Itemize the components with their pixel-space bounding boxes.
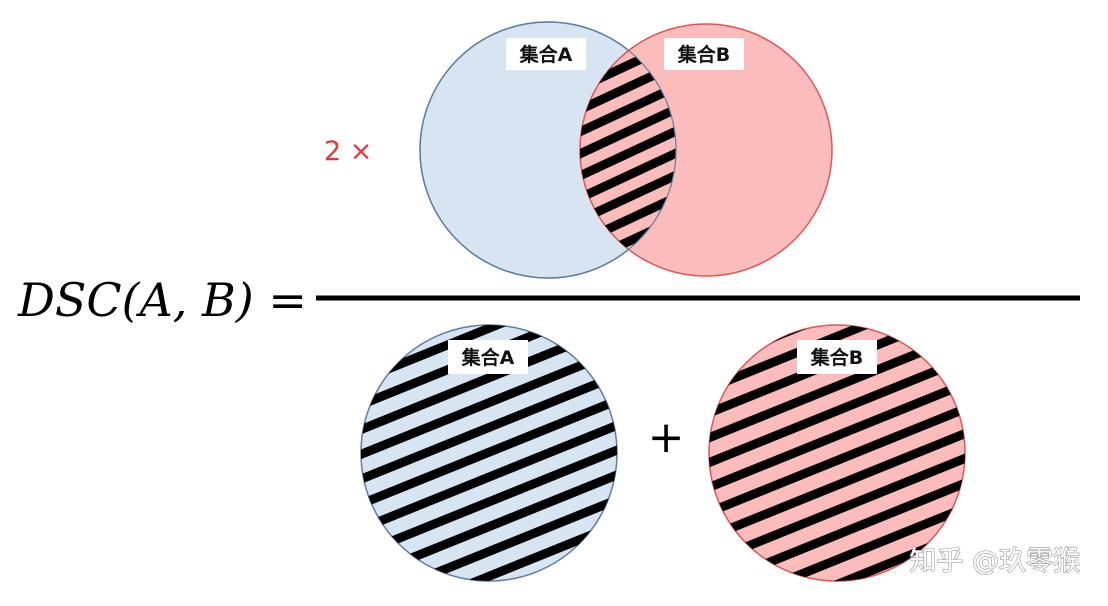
label-set-a-top: 集合A bbox=[519, 43, 573, 66]
denominator-set-b: 集合B bbox=[708, 324, 966, 582]
label-box-b-bottom bbox=[797, 340, 877, 374]
label-set-a-bottom: 集合A bbox=[461, 346, 515, 369]
denominator-set-a: 集合A bbox=[360, 324, 618, 582]
set-a-hatch-bottom bbox=[361, 325, 617, 581]
numerator-venn: 集合A 集合B bbox=[419, 21, 833, 279]
label-box-a-bottom bbox=[448, 340, 528, 374]
intersection-hatch bbox=[580, 24, 676, 276]
label-box-a-top bbox=[506, 38, 586, 70]
multiplier-text: 2 × bbox=[324, 136, 372, 167]
formula-lhs: DSC(A, B) = bbox=[17, 273, 307, 327]
plus-sign: + bbox=[648, 412, 685, 463]
label-set-b-bottom: 集合B bbox=[810, 346, 863, 369]
set-a-outline-top bbox=[419, 21, 677, 279]
label-box-b-top bbox=[664, 38, 744, 70]
label-set-b-top: 集合B bbox=[677, 43, 730, 66]
set-b-hatch-bottom bbox=[709, 325, 965, 581]
watermark: 知乎 @玖零猴 bbox=[909, 546, 1080, 577]
